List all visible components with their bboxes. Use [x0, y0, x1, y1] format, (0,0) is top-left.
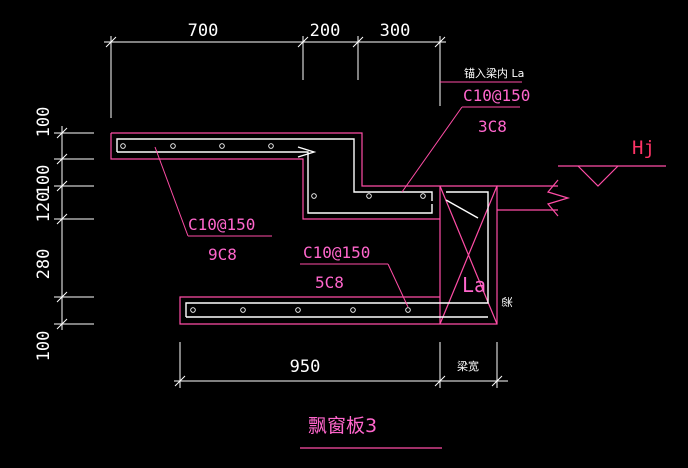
- la-label: La: [462, 273, 486, 297]
- dim-200: 200: [310, 21, 341, 41]
- mid-rebar-count: 9C8: [208, 245, 237, 264]
- dim-100-a: 100: [34, 107, 54, 138]
- dim-100-c: 100: [34, 331, 54, 362]
- top-rebar-spec: C10@150: [463, 86, 530, 105]
- annotations: 锚入梁内 La C10@150 3C8 C10@150 9C8 C10@150 …: [154, 66, 655, 308]
- dim-280: 280: [34, 249, 54, 280]
- hook-mark: [297, 146, 317, 158]
- rebar: [116, 138, 489, 318]
- dim-700: 700: [188, 21, 219, 41]
- low-rebar-count: 5C8: [315, 273, 344, 292]
- level-triangle-icon: [577, 165, 619, 187]
- bottom-dimension: 950 梁宽: [174, 342, 508, 388]
- hj-label: Hj: [632, 137, 655, 159]
- dim-950: 950: [290, 357, 321, 377]
- title-text: 飘窗板3: [308, 415, 377, 437]
- drawing-title: 飘窗板3: [300, 415, 442, 449]
- left-dimension: 100 100 120 280 100: [34, 107, 94, 362]
- beam-width-label: 梁宽: [457, 359, 479, 373]
- dim-300: 300: [380, 21, 411, 41]
- rebar-dots: [120, 143, 426, 313]
- low-rebar-spec: C10@150: [303, 243, 370, 262]
- beam-vertical-note: 梁: [500, 297, 514, 308]
- top-rebar-count: 3C8: [478, 117, 507, 136]
- mid-rebar-spec: C10@150: [188, 215, 255, 234]
- top-dimension: 700 200 300: [104, 21, 446, 118]
- dim-100-b: 100: [34, 165, 54, 196]
- break-mark: [546, 179, 571, 217]
- concrete-outline: [110, 132, 666, 325]
- dim-120: 120: [34, 192, 54, 223]
- anchor-note: 锚入梁内 La: [464, 66, 524, 80]
